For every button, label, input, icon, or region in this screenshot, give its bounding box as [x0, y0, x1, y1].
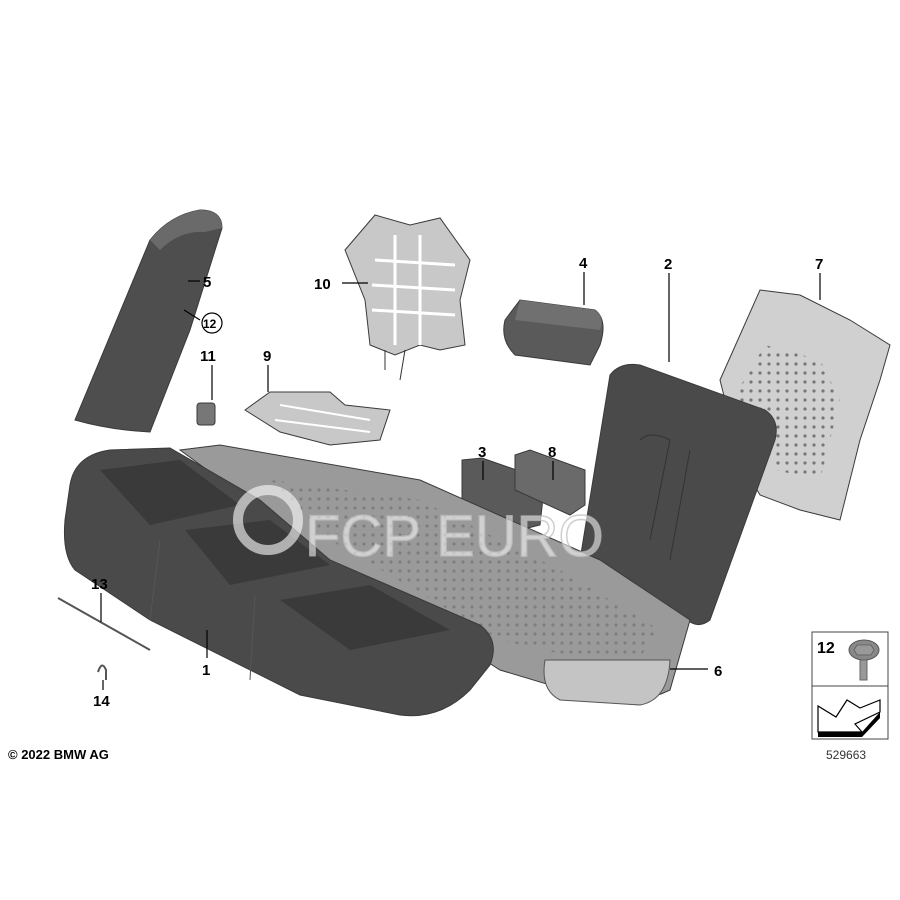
callout-14[interactable]: 14	[93, 693, 110, 710]
part-5-side-bolster[interactable]	[74, 209, 223, 433]
part-10-heating-mat[interactable]	[344, 214, 471, 381]
callout-4[interactable]: 4	[579, 255, 588, 272]
callout-9[interactable]: 9	[263, 348, 271, 365]
legend-part-number: 12	[817, 640, 835, 657]
callout-3[interactable]: 3	[478, 444, 486, 461]
part-6-seat-base[interactable]	[178, 444, 691, 706]
callout-2[interactable]: 2	[664, 256, 672, 273]
callout-12-circle	[201, 312, 223, 334]
callout-10[interactable]: 10	[314, 276, 331, 293]
part-14-clip[interactable]	[97, 664, 107, 680]
callout-13[interactable]: 13	[91, 576, 108, 593]
callout-6[interactable]: 6	[714, 663, 722, 680]
callout-11[interactable]: 11	[200, 348, 216, 365]
callout-8[interactable]: 8	[548, 444, 556, 461]
callout-12-circled[interactable]: 12	[203, 317, 217, 331]
callout-7[interactable]: 7	[815, 256, 823, 273]
diagram-id: 529663	[826, 748, 866, 762]
watermark-logo: FCP EURO	[233, 485, 604, 570]
callout-1[interactable]: 1	[202, 662, 210, 679]
copyright-text: © 2022 BMW AG	[8, 747, 109, 762]
leader-lines	[100, 272, 821, 690]
part-4-cover[interactable]	[503, 299, 604, 366]
part-13-wire[interactable]	[57, 597, 151, 651]
part-9-heating-mat-seat[interactable]	[244, 391, 391, 446]
direction-arrow-icon	[817, 699, 881, 737]
part-8-trim[interactable]	[514, 449, 586, 516]
bolt-icon	[848, 639, 880, 681]
callout-5[interactable]: 5	[203, 274, 211, 291]
part-11-clip[interactable]	[196, 402, 216, 426]
fastener-legend-box: 12	[811, 631, 889, 740]
svg-text:FCP EURO: FCP EURO	[305, 504, 604, 569]
part-1-seat-cushion[interactable]	[64, 447, 494, 717]
